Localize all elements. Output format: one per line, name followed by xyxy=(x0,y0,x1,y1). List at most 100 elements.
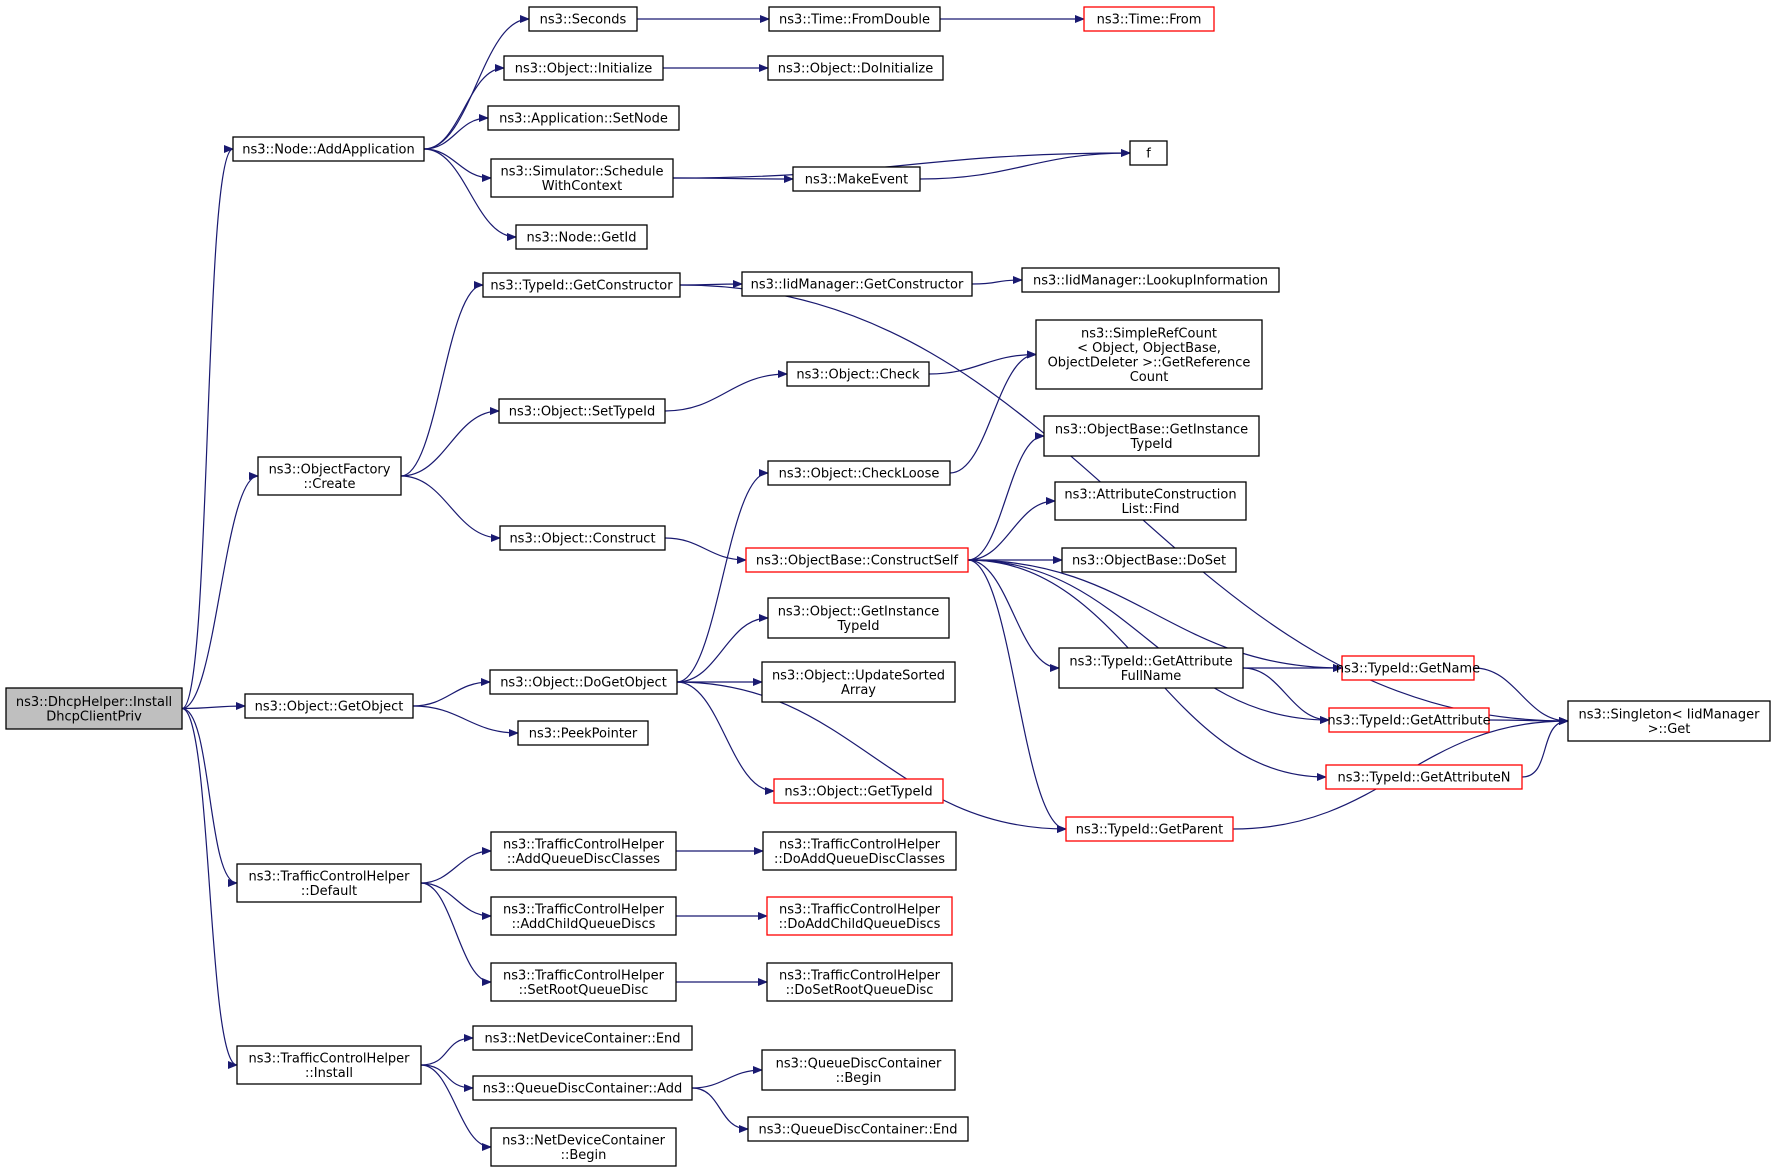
node-tchdefault[interactable]: ns3::TrafficControlHelper::Default xyxy=(236,863,422,903)
node-dogetobject[interactable]: ns3::Object::DoGetObject xyxy=(489,669,678,695)
node-box[interactable] xyxy=(472,1025,693,1051)
node-obdoset[interactable]: ns3::ObjectBase::DoSet xyxy=(1061,547,1237,573)
node-tchinstall[interactable]: ns3::TrafficControlHelper::Install xyxy=(236,1045,422,1085)
node-box[interactable] xyxy=(1035,319,1263,390)
node-getobject[interactable]: ns3::Object::GetObject xyxy=(244,693,414,719)
node-box[interactable] xyxy=(498,398,666,424)
node-box[interactable] xyxy=(1061,547,1237,573)
node-box[interactable] xyxy=(489,669,678,695)
node-fromdouble[interactable]: ns3::Time::FromDouble xyxy=(768,6,941,32)
node-ndcbegin[interactable]: ns3::NetDeviceContainer::Begin xyxy=(490,1127,677,1167)
node-getattrn[interactable]: ns3::TypeId::GetAttributeN xyxy=(1325,764,1523,790)
node-box[interactable] xyxy=(503,55,664,81)
node-box[interactable] xyxy=(232,136,425,162)
node-box[interactable] xyxy=(1021,267,1280,293)
node-seconds[interactable]: ns3::Seconds xyxy=(528,6,638,32)
node-objcheck[interactable]: ns3::Object::Check xyxy=(786,361,930,387)
node-box[interactable] xyxy=(490,1127,677,1167)
node-box[interactable] xyxy=(499,525,666,551)
node-tchaddchild[interactable]: ns3::TrafficControlHelper::AddChildQueue… xyxy=(490,896,677,936)
node-box[interactable] xyxy=(487,105,680,131)
node-box[interactable] xyxy=(236,1045,422,1085)
node-box[interactable] xyxy=(1325,764,1523,790)
node-box[interactable] xyxy=(1043,415,1260,457)
node-tchdoaddchild[interactable]: ns3::TrafficControlHelper::DoAddChildQue… xyxy=(766,896,953,936)
node-makeevent[interactable]: ns3::MakeEvent xyxy=(792,166,921,192)
node-getattribute[interactable]: ns3::TypeId::GetAttribute xyxy=(1327,707,1491,733)
node-box[interactable] xyxy=(1129,140,1168,166)
node-box[interactable] xyxy=(490,831,677,871)
node-box[interactable] xyxy=(5,687,183,730)
node-box[interactable] xyxy=(761,1049,956,1091)
node-checkloose[interactable]: ns3::Object::CheckLoose xyxy=(767,460,951,486)
node-typeidgetctor[interactable]: ns3::TypeId::GetConstructor xyxy=(482,272,681,298)
node-box[interactable] xyxy=(773,778,944,804)
node-box[interactable] xyxy=(741,271,973,297)
node-box[interactable] xyxy=(1567,700,1771,742)
node-box[interactable] xyxy=(747,1116,969,1142)
node-box[interactable] xyxy=(236,863,422,903)
node-objconstruct[interactable]: ns3::Object::Construct xyxy=(499,525,666,551)
node-objsettypeid[interactable]: ns3::Object::SetTypeId xyxy=(498,398,666,424)
node-box[interactable] xyxy=(515,224,648,250)
node-box[interactable] xyxy=(257,456,402,496)
node-iidlookup[interactable]: ns3::IidManager::LookupInformation xyxy=(1021,267,1280,293)
node-qdcbegin[interactable]: ns3::QueueDiscContainer::Begin xyxy=(761,1049,956,1091)
node-box[interactable] xyxy=(762,831,957,871)
node-box[interactable] xyxy=(767,597,950,639)
node-getparent[interactable]: ns3::TypeId::GetParent xyxy=(1065,816,1234,842)
node-box[interactable] xyxy=(1083,6,1215,32)
node-box[interactable] xyxy=(768,6,941,32)
node-box[interactable] xyxy=(767,55,944,81)
node-box[interactable] xyxy=(472,1075,693,1101)
node-tchaddqdc[interactable]: ns3::TrafficControlHelper::AddQueueDiscC… xyxy=(490,831,677,871)
node-box[interactable] xyxy=(1058,647,1244,689)
node-ndcend[interactable]: ns3::NetDeviceContainer::End xyxy=(472,1025,693,1051)
node-box[interactable] xyxy=(528,6,638,32)
node-box[interactable] xyxy=(1328,707,1490,733)
node-nodegetid[interactable]: ns3::Node::GetId xyxy=(515,224,648,250)
node-box[interactable] xyxy=(482,272,681,298)
node-box[interactable] xyxy=(517,720,649,746)
node-doinit[interactable]: ns3::Object::DoInitialize xyxy=(767,55,944,81)
node-box[interactable] xyxy=(490,896,677,936)
node-tchsetroot[interactable]: ns3::TrafficControlHelper::SetRootQueueD… xyxy=(490,962,677,1002)
node-box[interactable] xyxy=(767,460,951,486)
node-objgettypeid[interactable]: ns3::Object::GetTypeId xyxy=(773,778,944,804)
node-box[interactable] xyxy=(490,158,674,198)
node-box[interactable] xyxy=(244,693,414,719)
node-iidgetctor[interactable]: ns3::IidManager::GetConstructor xyxy=(741,271,973,297)
node-box[interactable] xyxy=(766,962,953,1002)
node-peekptr[interactable]: ns3::PeekPointer xyxy=(517,720,649,746)
node-getname[interactable]: ns3::TypeId::GetName xyxy=(1336,655,1480,681)
node-box[interactable] xyxy=(1054,481,1247,521)
node-singleton[interactable]: ns3::Singleton< IidManager >::Get xyxy=(1567,700,1771,742)
node-tchdosetroot[interactable]: ns3::TrafficControlHelper::DoSetRootQueu… xyxy=(766,962,953,1002)
node-objinit[interactable]: ns3::Object::Initialize xyxy=(503,55,664,81)
node-box[interactable] xyxy=(792,166,921,192)
node-box[interactable] xyxy=(786,361,930,387)
node-f[interactable]: f xyxy=(1129,140,1168,166)
node-addapp[interactable]: ns3::Node::AddApplication xyxy=(232,136,425,162)
node-box[interactable] xyxy=(490,962,677,1002)
node-box[interactable] xyxy=(1341,655,1475,681)
node-box[interactable] xyxy=(745,547,969,573)
node-constructself[interactable]: ns3::ObjectBase::ConstructSelf xyxy=(745,547,969,573)
node-timefrom[interactable]: ns3::Time::From xyxy=(1083,6,1215,32)
node-appsetnode[interactable]: ns3::Application::SetNode xyxy=(487,105,680,131)
node-box[interactable] xyxy=(1065,816,1234,842)
node-objcreate[interactable]: ns3::ObjectFactory::Create xyxy=(257,456,402,496)
node-box[interactable] xyxy=(761,661,956,703)
node-tchdoaddqdc[interactable]: ns3::TrafficControlHelper::DoAddQueueDis… xyxy=(762,831,957,871)
node-qdcadd[interactable]: ns3::QueueDiscContainer::Add xyxy=(472,1075,693,1101)
node-box[interactable] xyxy=(766,896,953,936)
node-qdcend[interactable]: ns3::QueueDiscContainer::End xyxy=(747,1116,969,1142)
node-simplerefcount[interactable]: ns3::SimpleRefCount< Object, ObjectBase,… xyxy=(1035,319,1263,390)
